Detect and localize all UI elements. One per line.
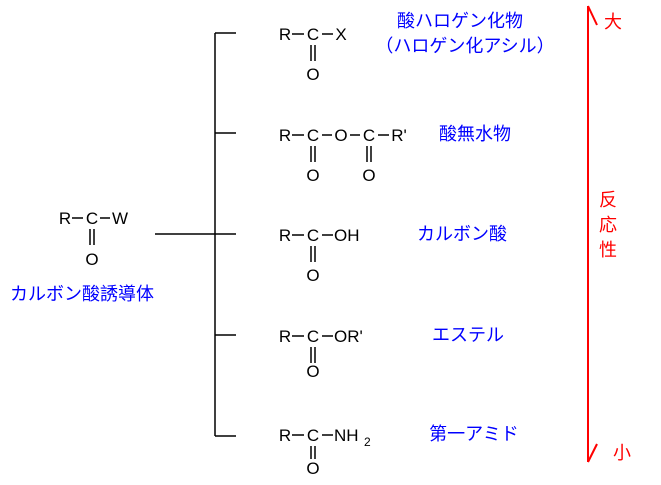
atom: R — [279, 25, 291, 44]
ester-label: エステル — [432, 325, 504, 346]
branch-tree — [155, 32, 236, 437]
atom: O — [306, 362, 319, 381]
atom: R — [279, 426, 291, 445]
atom: R — [279, 126, 291, 145]
atom: O — [306, 166, 319, 185]
atom: OH — [334, 226, 360, 245]
atom: W — [112, 209, 128, 228]
acid-halide-label: 酸ハロゲン化物 — [397, 11, 523, 32]
parent-structure: R C W O — [59, 209, 128, 269]
primary-amide-structure: R C NH 2 O — [279, 426, 371, 478]
atom: O — [306, 266, 319, 285]
atom: O — [306, 65, 319, 84]
atom: C — [307, 327, 319, 346]
parent-label: カルボン酸誘導体 — [10, 284, 154, 305]
atom: C — [307, 25, 319, 44]
atom: R — [279, 327, 291, 346]
atom: C — [86, 209, 98, 228]
atom: C — [307, 126, 319, 145]
reactivity-label-char: 反 — [599, 190, 617, 211]
half-arrow-top — [587, 5, 598, 26]
atom: R — [59, 209, 71, 228]
reactivity-low-label: 小 — [613, 443, 631, 464]
acid-anhydride-label: 酸無水物 — [439, 124, 511, 145]
atom: O — [334, 126, 347, 145]
atom: R' — [391, 126, 407, 145]
ester-structure: R C OR' O — [279, 327, 363, 381]
acid-anhydride-structure: R C O C R' O O — [279, 126, 407, 185]
atom: NH — [334, 426, 359, 445]
atom: O — [362, 166, 375, 185]
atom: O — [306, 459, 319, 478]
atom: OR' — [334, 327, 363, 346]
reactivity-axis: 大 反 応 性 小 — [587, 5, 631, 464]
atom: C — [307, 426, 319, 445]
atom: R — [279, 226, 291, 245]
atom: X — [335, 25, 346, 44]
half-arrow-bottom — [587, 443, 598, 463]
reactivity-high-label: 大 — [604, 12, 622, 33]
acid-halide-structure: R C X O — [279, 25, 347, 84]
reactivity-label-char: 応 — [599, 215, 617, 236]
reactivity-label-char: 性 — [599, 240, 617, 261]
carboxylic-acid-label: カルボン酸 — [417, 224, 507, 245]
acyl-halide-sublabel: （ハロゲン化アシル） — [375, 36, 554, 57]
atom: O — [85, 250, 98, 269]
atom: C — [307, 226, 319, 245]
atom: C — [363, 126, 375, 145]
subscript: 2 — [364, 435, 371, 449]
primary-amide-label: 第一アミド — [429, 424, 519, 445]
carboxylic-acid-structure: R C OH O — [279, 226, 360, 285]
